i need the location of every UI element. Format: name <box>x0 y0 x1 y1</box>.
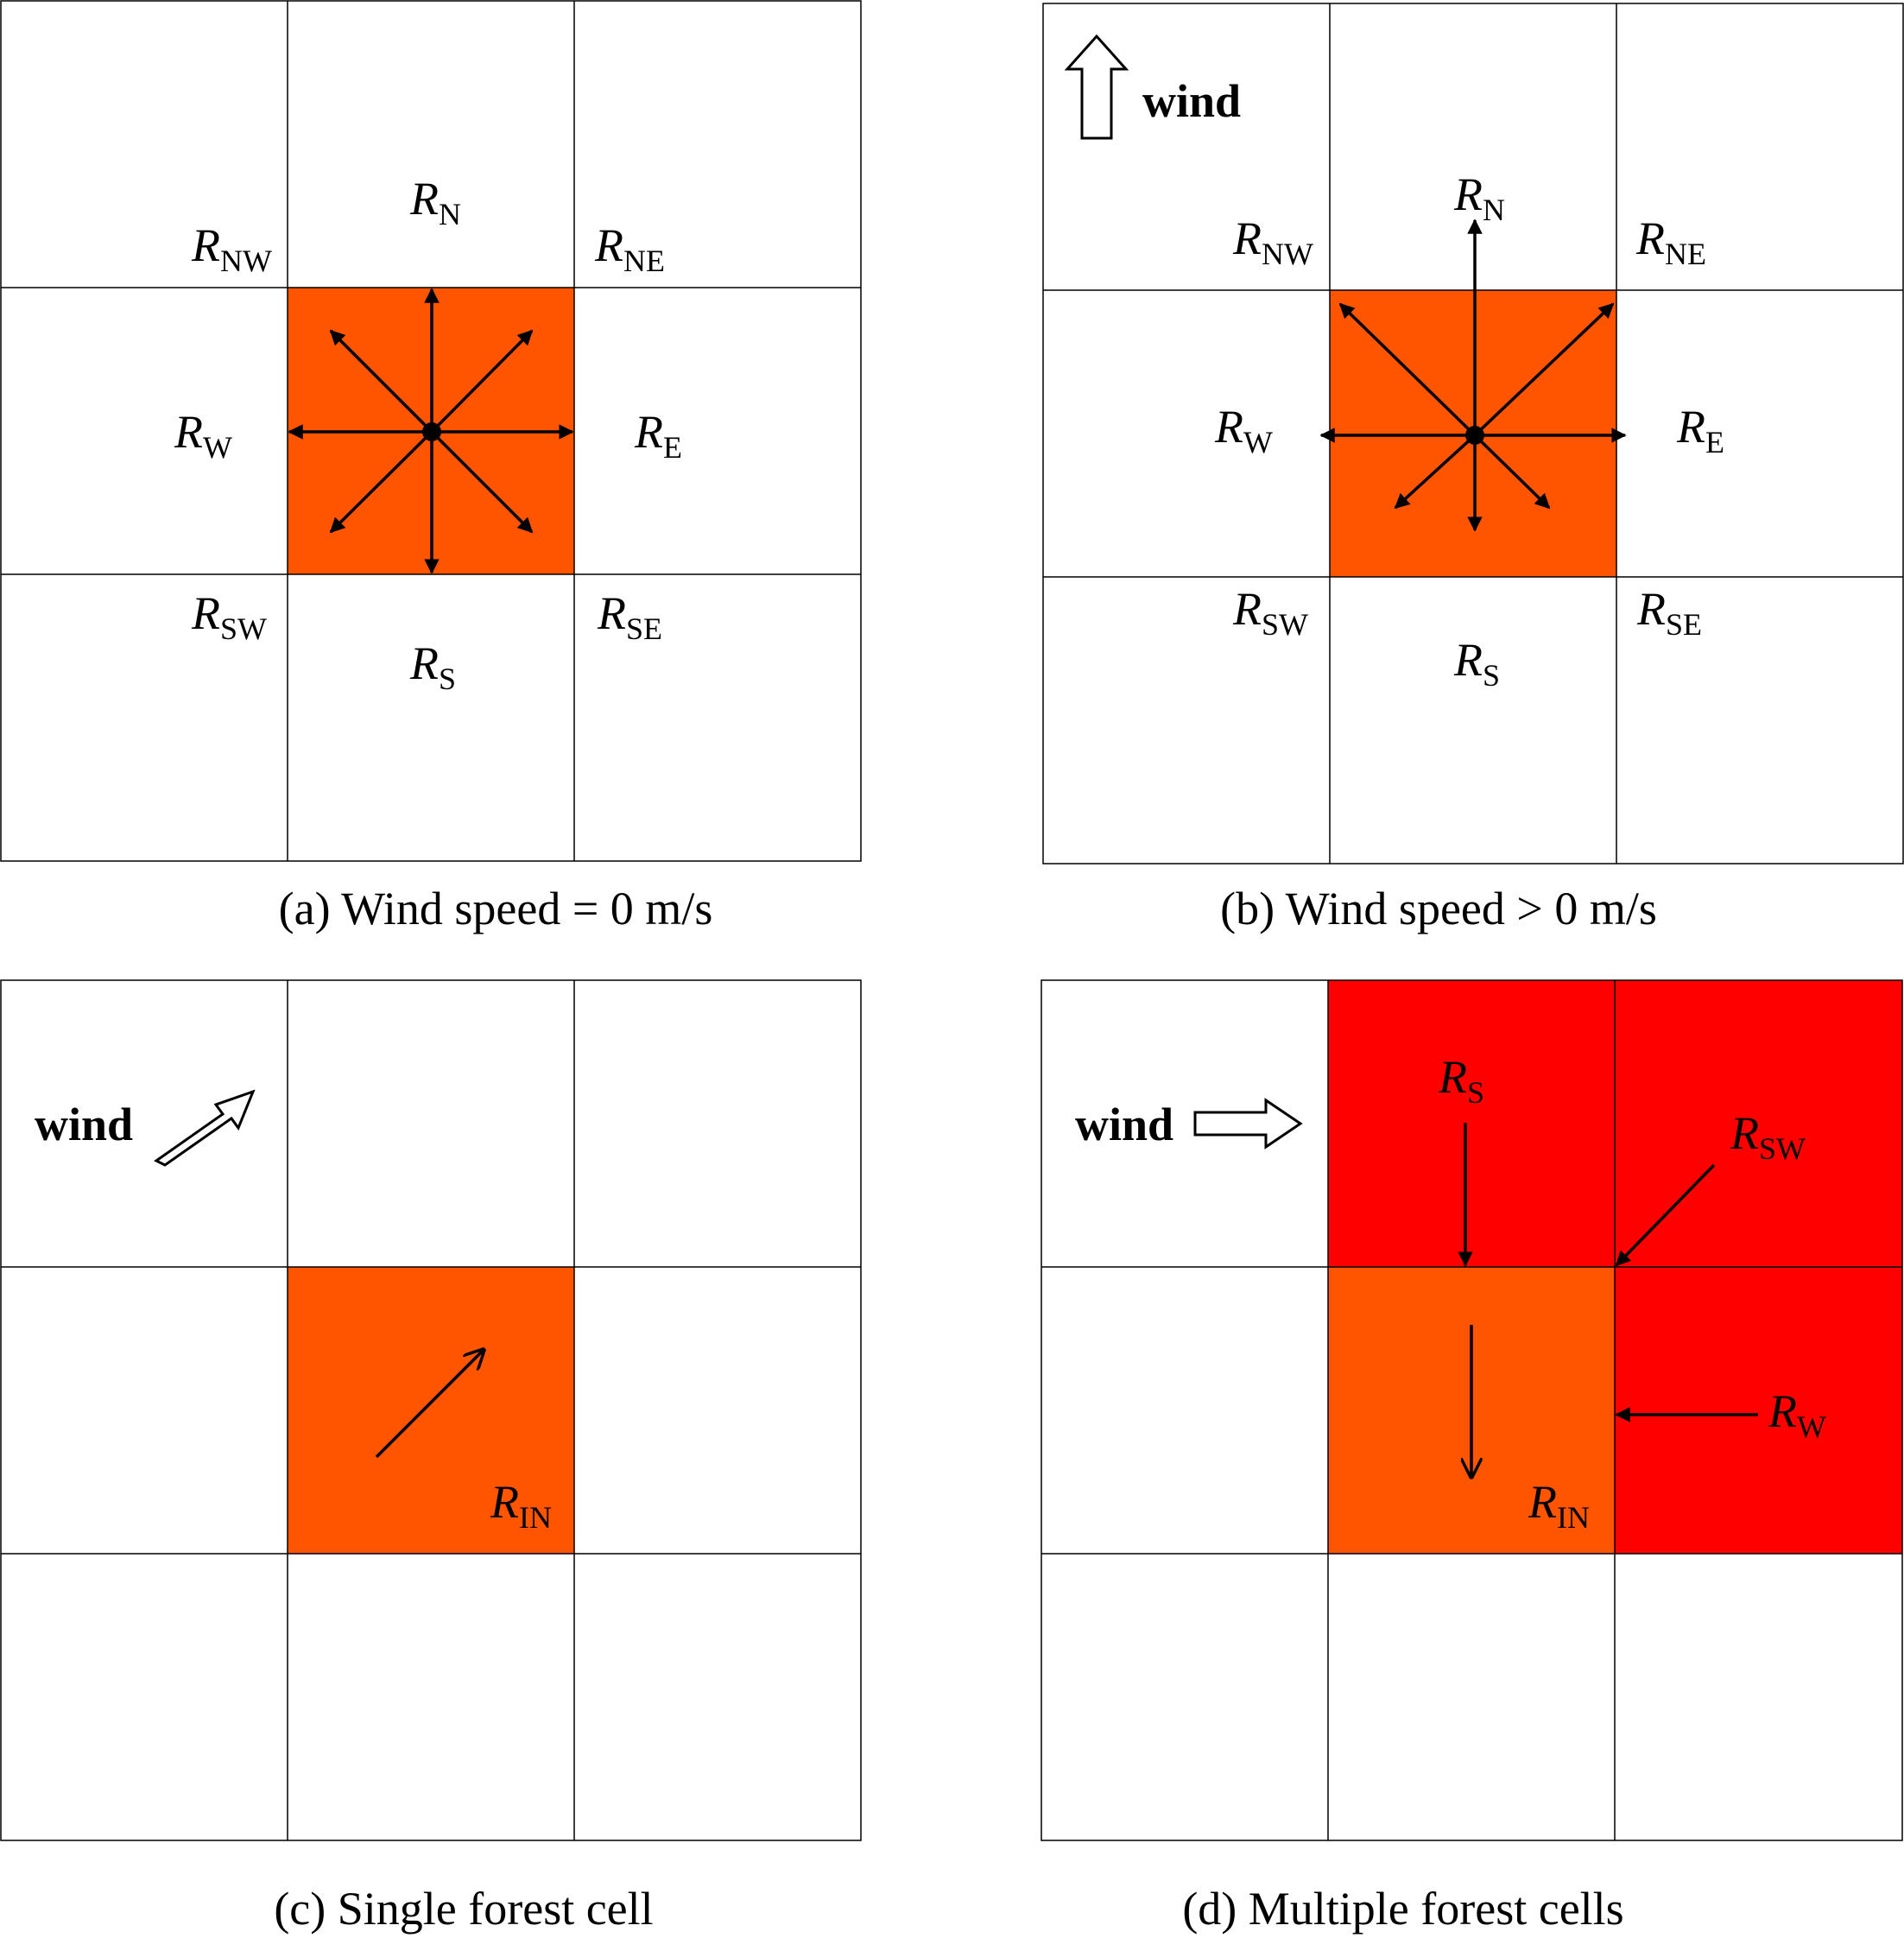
label-r-ne: RNE <box>1635 212 1706 271</box>
caption-a: (a) Wind speed = 0 m/s <box>279 883 713 934</box>
label-r-s: RS <box>409 637 456 696</box>
panel-d: wind RS RSW RW RIN (d) Multiple forest c… <box>1041 979 1903 1935</box>
arrow-ne <box>430 329 534 434</box>
label-r-s: RS <box>1438 1051 1484 1110</box>
wind-label: wind <box>1075 1099 1173 1150</box>
burning-cell <box>288 1267 574 1554</box>
label-r-sw: RSW <box>191 587 267 646</box>
wind-label: wind <box>1142 75 1241 127</box>
label-r-s: RS <box>1453 634 1500 693</box>
arrow-from-sw <box>1615 1163 1716 1267</box>
label-r-sw: RSW <box>1730 1107 1806 1166</box>
arrow-ne <box>1473 302 1615 437</box>
label-r-w: RW <box>174 406 232 465</box>
panel-a: RNW RN RNE RW RE RSW RS RSE (a) Wind spe… <box>0 0 862 934</box>
arrow-nw <box>1338 302 1477 437</box>
grid <box>0 0 862 862</box>
caption-c: (c) Single forest cell <box>274 1883 653 1935</box>
caption-b: (b) Wind speed > 0 m/s <box>1220 883 1657 934</box>
grid <box>1041 979 1903 1841</box>
ignition-point <box>1465 426 1484 445</box>
spread-arrows <box>288 288 574 574</box>
arrow-se <box>430 430 534 534</box>
arrow-nw <box>329 329 433 434</box>
wind-arrow-icon <box>1064 34 1129 140</box>
grid <box>0 979 862 1841</box>
burned-cell-n <box>1328 980 1615 1267</box>
spread-arrow-ne <box>375 1350 484 1459</box>
label-r-w: RW <box>1214 401 1273 459</box>
label-r-n: RN <box>1453 168 1505 227</box>
wind-arrow-icon <box>154 1089 256 1167</box>
label-r-se: RSE <box>597 587 662 646</box>
arrow-se <box>1473 434 1551 510</box>
label-r-sw: RSW <box>1232 583 1308 642</box>
burned-cell-e <box>1615 1267 1902 1554</box>
label-r-w: RW <box>1768 1385 1826 1444</box>
label-r-nw: RNW <box>1232 212 1313 271</box>
panel-c: wind RIN (c) Single forest cell <box>0 979 862 1935</box>
wind-label: wind <box>35 1099 133 1150</box>
label-r-nw: RNW <box>191 219 272 278</box>
label-r-e: RE <box>1676 401 1724 459</box>
spread-arrows <box>1458 1123 1758 1477</box>
wind-arrow-icon <box>1193 1098 1303 1150</box>
label-r-in: RIN <box>1528 1476 1590 1535</box>
spread-arrows <box>1319 218 1627 532</box>
label-r-se: RSE <box>1636 583 1702 642</box>
arrow-sw <box>1394 434 1477 510</box>
arrow-sw <box>329 430 433 534</box>
caption-d: (d) Multiple forest cells <box>1182 1883 1623 1935</box>
label-r-ne: RNE <box>594 219 665 278</box>
label-r-n: RN <box>409 173 461 231</box>
label-r-e: RE <box>634 406 682 465</box>
label-r-in: RIN <box>490 1476 552 1535</box>
ignition-point <box>422 422 441 441</box>
panel-b: wind RNW RN RNE RW RE RSW RS RSE (b) Win… <box>1042 3 1904 934</box>
